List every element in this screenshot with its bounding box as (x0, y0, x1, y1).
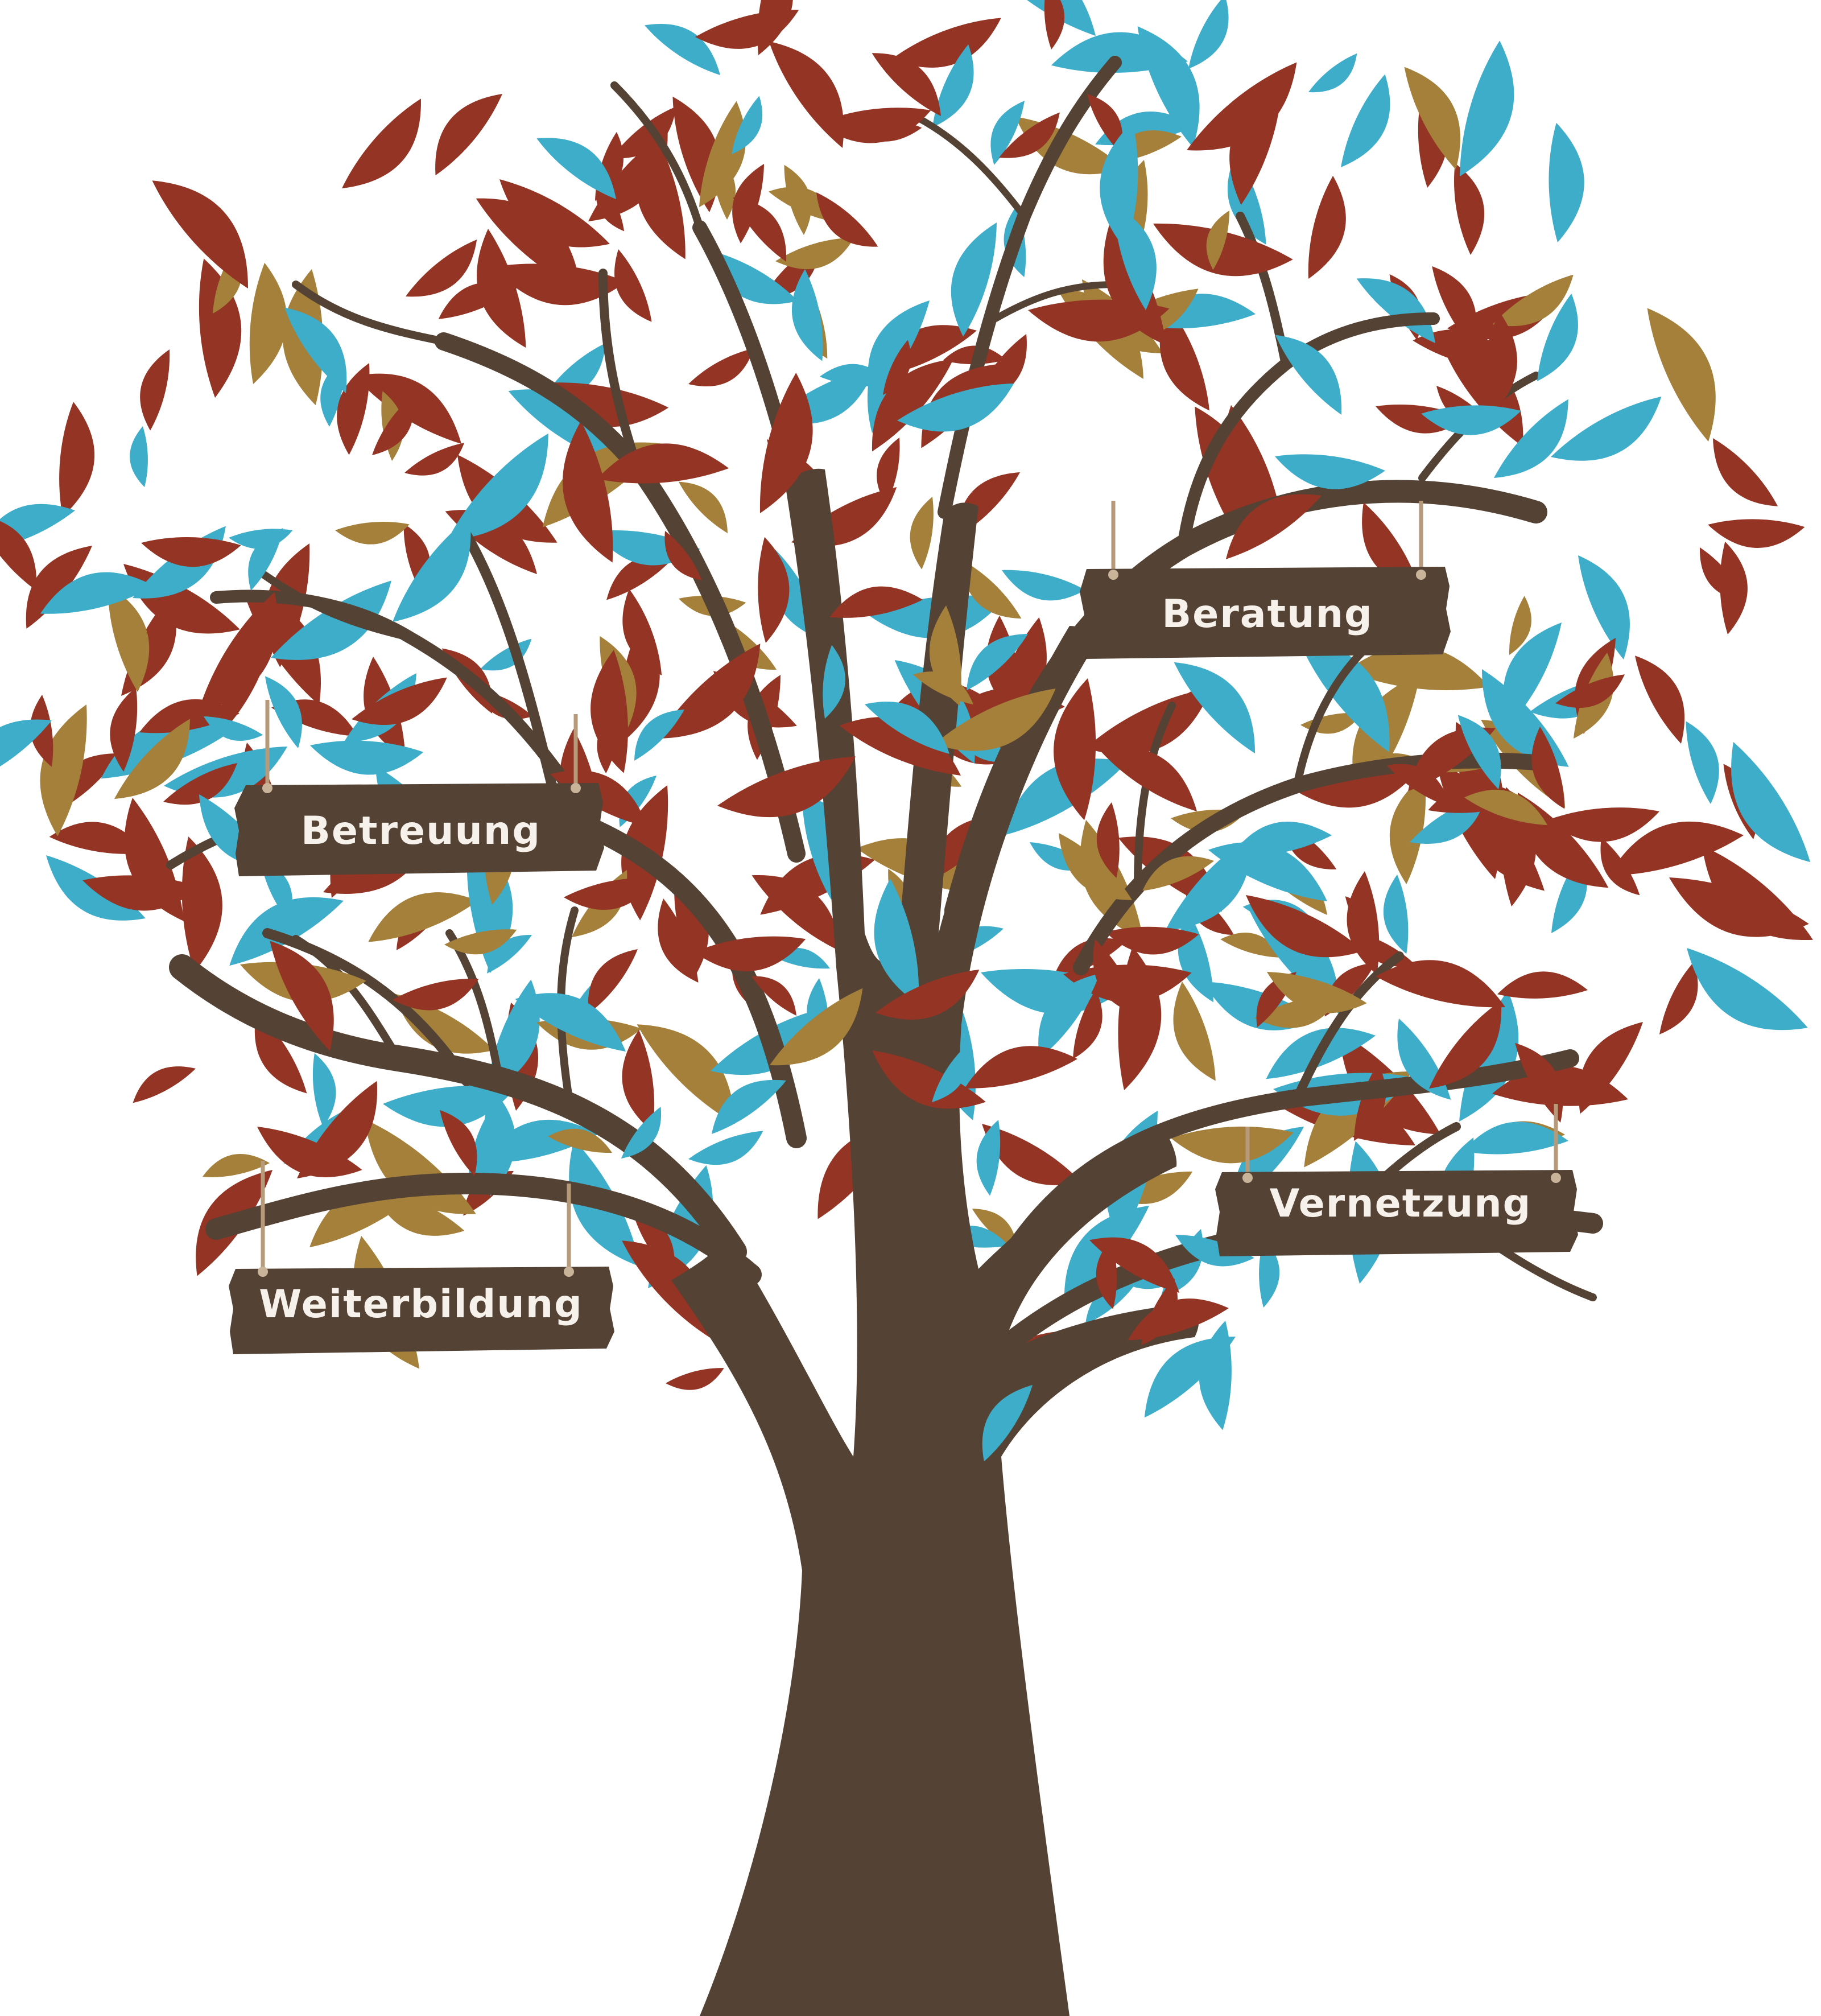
sign-weiterbildung: Weiterbildung (229, 1161, 614, 1354)
leaf (477, 638, 535, 673)
leaf (1515, 122, 1606, 245)
leaf (1677, 721, 1724, 805)
leaf (964, 1037, 1079, 1104)
leaf (1634, 652, 1687, 747)
sign-label-vernetzung: Vernetzung (1270, 1181, 1532, 1226)
leaf (1302, 53, 1365, 96)
leaf (402, 443, 466, 477)
leaf (769, 29, 850, 159)
leaf (413, 88, 522, 176)
sign-betreuung: Betreuung (234, 700, 604, 876)
leaf (120, 346, 196, 431)
leaf (685, 348, 758, 389)
leaf (129, 1064, 199, 1103)
sign-label-beratung: Beratung (1162, 592, 1373, 637)
leaf (1578, 554, 1631, 661)
leaf (333, 503, 410, 556)
sign-beratung: Beratung (1080, 501, 1451, 659)
sign-label-betreuung: Betreuung (301, 809, 541, 854)
leaf (688, 1128, 763, 1166)
leaf (1275, 175, 1372, 283)
tree-trunk (671, 468, 1199, 2016)
leaf (265, 675, 303, 749)
leaf (1435, 163, 1496, 257)
sign-vernetzung: Vernetzung (1215, 1104, 1578, 1256)
leaf (645, 2, 725, 95)
leaf (1707, 425, 1778, 522)
leaf (119, 424, 165, 488)
leaf (321, 98, 444, 195)
leaf (1647, 306, 1717, 444)
sign-label-weiterbildung: Weiterbildung (259, 1282, 583, 1327)
leaf (164, 258, 263, 401)
leaf (665, 1360, 724, 1395)
leaf (23, 402, 119, 520)
leaf (1725, 732, 1811, 873)
